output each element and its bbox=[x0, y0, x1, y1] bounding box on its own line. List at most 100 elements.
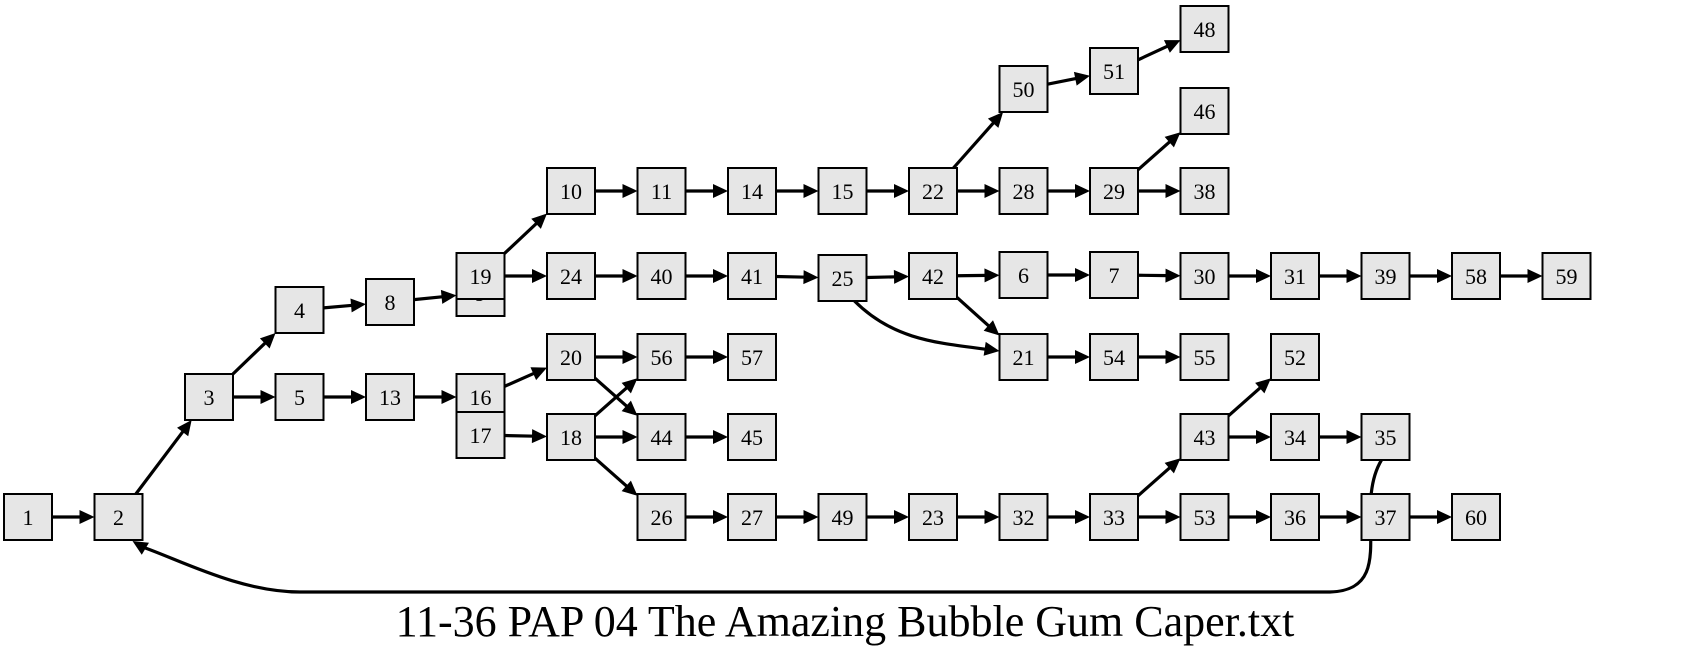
edge-33-to-43-arrowhead bbox=[1164, 458, 1181, 474]
node-11-box bbox=[636, 167, 687, 215]
node-25-box bbox=[817, 254, 868, 302]
node-57: 57 bbox=[727, 333, 777, 381]
edge-40-to-41-arrowhead bbox=[713, 269, 728, 283]
node-31: 31 bbox=[1270, 252, 1320, 300]
node-25: 25 bbox=[817, 254, 868, 302]
edge-37-to-60-arrowhead bbox=[1437, 510, 1452, 524]
node-10-box bbox=[546, 167, 596, 215]
edge-25-to-42 bbox=[866, 269, 909, 284]
node-7: 7 bbox=[1089, 251, 1139, 299]
edge-25-to-21 bbox=[853, 299, 1000, 356]
edge-14-to-15-arrowhead bbox=[803, 184, 819, 198]
node-5: 5 bbox=[274, 373, 325, 421]
node-57-label: 57 bbox=[741, 345, 763, 370]
edge-28-to-29 bbox=[1047, 184, 1090, 198]
node-19-label: 19 bbox=[470, 264, 492, 289]
node-51-box bbox=[1089, 47, 1139, 95]
node-46-label: 46 bbox=[1194, 99, 1216, 124]
edge-21-to-54 bbox=[1047, 350, 1090, 364]
edge-18-to-56-line bbox=[593, 384, 630, 417]
node-40: 40 bbox=[636, 252, 687, 300]
edge-25-to-42-arrowhead bbox=[893, 269, 909, 284]
node-36-box bbox=[1270, 493, 1320, 541]
node-49-label: 49 bbox=[832, 505, 854, 530]
node-31-label: 31 bbox=[1284, 264, 1306, 289]
node-11-label: 11 bbox=[651, 179, 672, 204]
node-43-label: 43 bbox=[1194, 425, 1216, 450]
edge-2-to-3-line bbox=[134, 428, 186, 495]
edge-58-to-59 bbox=[1500, 269, 1543, 283]
node-42-label: 42 bbox=[922, 264, 944, 289]
edge-43-to-52-arrowhead bbox=[1255, 378, 1271, 394]
edge-10-to-11-arrowhead bbox=[622, 184, 638, 198]
node-56-box bbox=[636, 333, 687, 381]
node-22: 22 bbox=[908, 167, 958, 215]
node-40-label: 40 bbox=[651, 264, 673, 289]
node-1: 1 bbox=[3, 493, 53, 541]
edge-18-to-26-line bbox=[593, 457, 630, 490]
edge-26-to-27 bbox=[685, 510, 728, 524]
node-31-box bbox=[1270, 252, 1320, 300]
edge-29-to-46-line bbox=[1136, 138, 1173, 171]
node-59-label: 59 bbox=[1556, 264, 1578, 289]
node-50-box bbox=[998, 65, 1049, 113]
node-1-label: 1 bbox=[23, 505, 34, 530]
edge-6-to-7-arrowhead bbox=[1075, 268, 1090, 282]
edge-5-to-13 bbox=[323, 390, 366, 404]
edge-25-to-21-arrowhead bbox=[983, 341, 1000, 356]
node-18: 18 bbox=[546, 413, 596, 461]
node-8-label: 8 bbox=[385, 290, 396, 315]
edge-33-to-43 bbox=[1136, 458, 1181, 497]
edge-32-to-33-arrowhead bbox=[1075, 510, 1090, 524]
edge-42-to-6 bbox=[956, 268, 1000, 283]
edge-8-to-9-arrowhead bbox=[440, 289, 457, 304]
node-21: 21 bbox=[998, 333, 1049, 381]
edge-22-to-28 bbox=[957, 184, 1000, 198]
edge-37-to-60 bbox=[1409, 510, 1452, 524]
node-7-box bbox=[1089, 251, 1139, 299]
edge-4-to-8 bbox=[323, 298, 366, 313]
edge-24-to-40-arrowhead bbox=[622, 269, 638, 283]
edge-41-to-25-line bbox=[775, 274, 807, 279]
edge-43-to-52 bbox=[1227, 378, 1271, 417]
node-55-label: 55 bbox=[1194, 345, 1216, 370]
node-28: 28 bbox=[998, 167, 1049, 215]
edge-31-to-39 bbox=[1319, 269, 1362, 283]
node-60-box bbox=[1451, 493, 1501, 541]
node-36-label: 36 bbox=[1284, 505, 1306, 530]
edge-54-to-55-arrowhead bbox=[1165, 350, 1181, 364]
edge-33-to-53-arrowhead bbox=[1165, 510, 1181, 524]
edge-27-to-49 bbox=[776, 510, 819, 524]
edge-30-to-31 bbox=[1228, 269, 1271, 283]
node-layer: 1234567891011131415161718192021222324252… bbox=[3, 5, 1592, 541]
edge-29-to-38-arrowhead bbox=[1165, 184, 1181, 198]
edge-2-to-3 bbox=[134, 420, 192, 495]
edge-19-to-10-arrowhead bbox=[531, 213, 547, 229]
node-38-label: 38 bbox=[1194, 179, 1216, 204]
edge-29-to-46-arrowhead bbox=[1164, 132, 1181, 148]
node-46: 46 bbox=[1179, 87, 1230, 135]
edge-41-to-25-arrowhead bbox=[803, 270, 819, 285]
node-6: 6 bbox=[998, 251, 1049, 299]
node-18-box bbox=[546, 413, 596, 461]
edge-29-to-46 bbox=[1136, 132, 1181, 171]
edge-39-to-58 bbox=[1409, 269, 1452, 283]
node-18-label: 18 bbox=[560, 425, 582, 450]
node-26: 26 bbox=[636, 493, 687, 541]
edge-54-to-55 bbox=[1138, 350, 1181, 364]
node-46-box bbox=[1179, 87, 1230, 135]
node-42-box bbox=[908, 252, 958, 300]
node-51-label: 51 bbox=[1103, 59, 1125, 84]
edge-3-to-4-arrowhead bbox=[259, 333, 276, 349]
node-29-box bbox=[1089, 167, 1139, 215]
node-3: 3 bbox=[184, 373, 234, 421]
edge-22-to-50-arrowhead bbox=[987, 112, 1004, 128]
edge-5-to-13-arrowhead bbox=[351, 390, 366, 404]
node-52: 52 bbox=[1270, 333, 1320, 381]
node-28-box bbox=[998, 167, 1049, 215]
node-45-label: 45 bbox=[741, 425, 763, 450]
node-4-label: 4 bbox=[294, 298, 305, 323]
edge-51-to-48 bbox=[1137, 40, 1181, 62]
node-45-box bbox=[727, 413, 777, 461]
node-17: 17 bbox=[455, 411, 506, 459]
